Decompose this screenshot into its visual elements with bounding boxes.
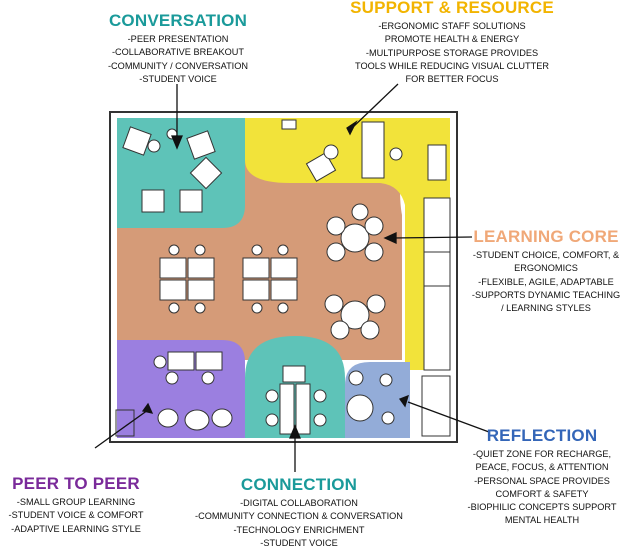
item-line: PROMOTE HEALTH & ENERGY bbox=[384, 34, 520, 45]
item-line: -COMMUNITY CONNECTION & CONVERSATION bbox=[195, 511, 403, 522]
peer-furniture bbox=[115, 351, 233, 437]
item-line: COMFORT & SAFETY bbox=[495, 488, 589, 499]
item-line: -ERGONOMIC STAFF SOLUTIONS bbox=[378, 21, 526, 31]
item-line: -QUIET ZONE FOR RECHARGE, bbox=[472, 449, 612, 459]
item-line: -BIOPHILIC CONCEPTS SUPPORT bbox=[467, 502, 617, 513]
peer-title: PEER TO PEER bbox=[12, 474, 140, 493]
item-line: -SUPPORTS DYNAMIC TEACHING bbox=[471, 289, 621, 300]
connection-label: CONNECTION -DIGITAL COLLABORATION -COMMUN… bbox=[188, 475, 410, 550]
connection-title: CONNECTION bbox=[240, 475, 358, 494]
item-line: -ADAPTIVE LEARNING STYLE bbox=[11, 523, 141, 534]
reflection-furniture bbox=[346, 370, 395, 425]
reflection-label: REFLECTION -QUIET ZONE FOR RECHARGE, PEAC… bbox=[466, 426, 618, 528]
item-line: -MULTIPURPOSE STORAGE PROVIDES bbox=[365, 47, 539, 58]
item-line: TOOLS WHILE REDUCING VISUAL CLUTTER bbox=[355, 60, 549, 71]
storage-shelving bbox=[421, 197, 451, 437]
reflection-title: REFLECTION bbox=[486, 426, 598, 445]
item-line: ERGONOMICS bbox=[514, 263, 578, 274]
conversation-label: CONVERSATION -PEER PRESENTATION -COLLABOR… bbox=[93, 11, 263, 86]
support-furniture bbox=[281, 119, 447, 182]
item-line: -DIGITAL COLLABORATION bbox=[240, 498, 358, 508]
conversation-items: -PEER PRESENTATION -COLLABORATIVE BREAKOU… bbox=[93, 33, 263, 86]
item-line: -PERSONAL SPACE PROVIDES bbox=[474, 475, 610, 486]
zone-support bbox=[245, 118, 450, 370]
learning-core-title: LEARNING CORE bbox=[473, 227, 619, 246]
item-line: -COMMUNITY / CONVERSATION bbox=[107, 60, 249, 71]
peer-label: PEER TO PEER -SMALL GROUP LEARNING -STUDE… bbox=[0, 474, 152, 536]
learning-core-label: LEARNING CORE -STUDENT CHOICE, COMFORT, … bbox=[471, 227, 621, 315]
item-line: -STUDENT VOICE & COMFORT bbox=[8, 510, 144, 521]
item-line: MENTAL HEALTH bbox=[504, 515, 580, 526]
reflection-items: -QUIET ZONE FOR RECHARGE, PEACE, FOCUS, &… bbox=[466, 448, 618, 528]
core-round-seating bbox=[324, 203, 386, 340]
zone-connection bbox=[245, 336, 345, 438]
leader-arrows bbox=[94, 83, 490, 472]
item-line: -STUDENT VOICE bbox=[260, 537, 338, 548]
item-line: / LEARNING STYLES bbox=[501, 303, 591, 314]
item-line: -SMALL GROUP LEARNING bbox=[16, 497, 136, 507]
support-label: SUPPORT & RESOURCE -ERGONOMIC STAFF SOLU… bbox=[346, 0, 558, 86]
item-line: -STUDENT CHOICE, COMFORT, & bbox=[472, 250, 620, 260]
item-line: -TECHNOLOGY ENRICHMENT bbox=[233, 524, 365, 535]
core-tables bbox=[159, 244, 298, 314]
support-items: -ERGONOMIC STAFF SOLUTIONS PROMOTE HEALTH… bbox=[346, 20, 558, 86]
item-line: -PEER PRESENTATION bbox=[127, 34, 229, 44]
item-line: PEACE, FOCUS, & ATTENTION bbox=[475, 462, 609, 473]
connection-furniture bbox=[265, 365, 327, 435]
support-title: SUPPORT & RESOURCE bbox=[350, 0, 554, 17]
connection-items: -DIGITAL COLLABORATION -COMMUNITY CONNECT… bbox=[188, 497, 410, 550]
item-line: FOR BETTER FOCUS bbox=[405, 74, 499, 85]
conversation-chairs bbox=[122, 126, 223, 213]
item-line: -STUDENT VOICE bbox=[139, 73, 217, 84]
learning-core-items: -STUDENT CHOICE, COMFORT, & ERGONOMICS -FL… bbox=[471, 249, 621, 315]
item-line: -COLLABORATIVE BREAKOUT bbox=[111, 47, 245, 58]
peer-items: -SMALL GROUP LEARNING -STUDENT VOICE & CO… bbox=[0, 496, 152, 536]
conversation-title: CONVERSATION bbox=[108, 11, 248, 30]
item-line: -FLEXIBLE, AGILE, ADAPTABLE bbox=[478, 276, 614, 287]
